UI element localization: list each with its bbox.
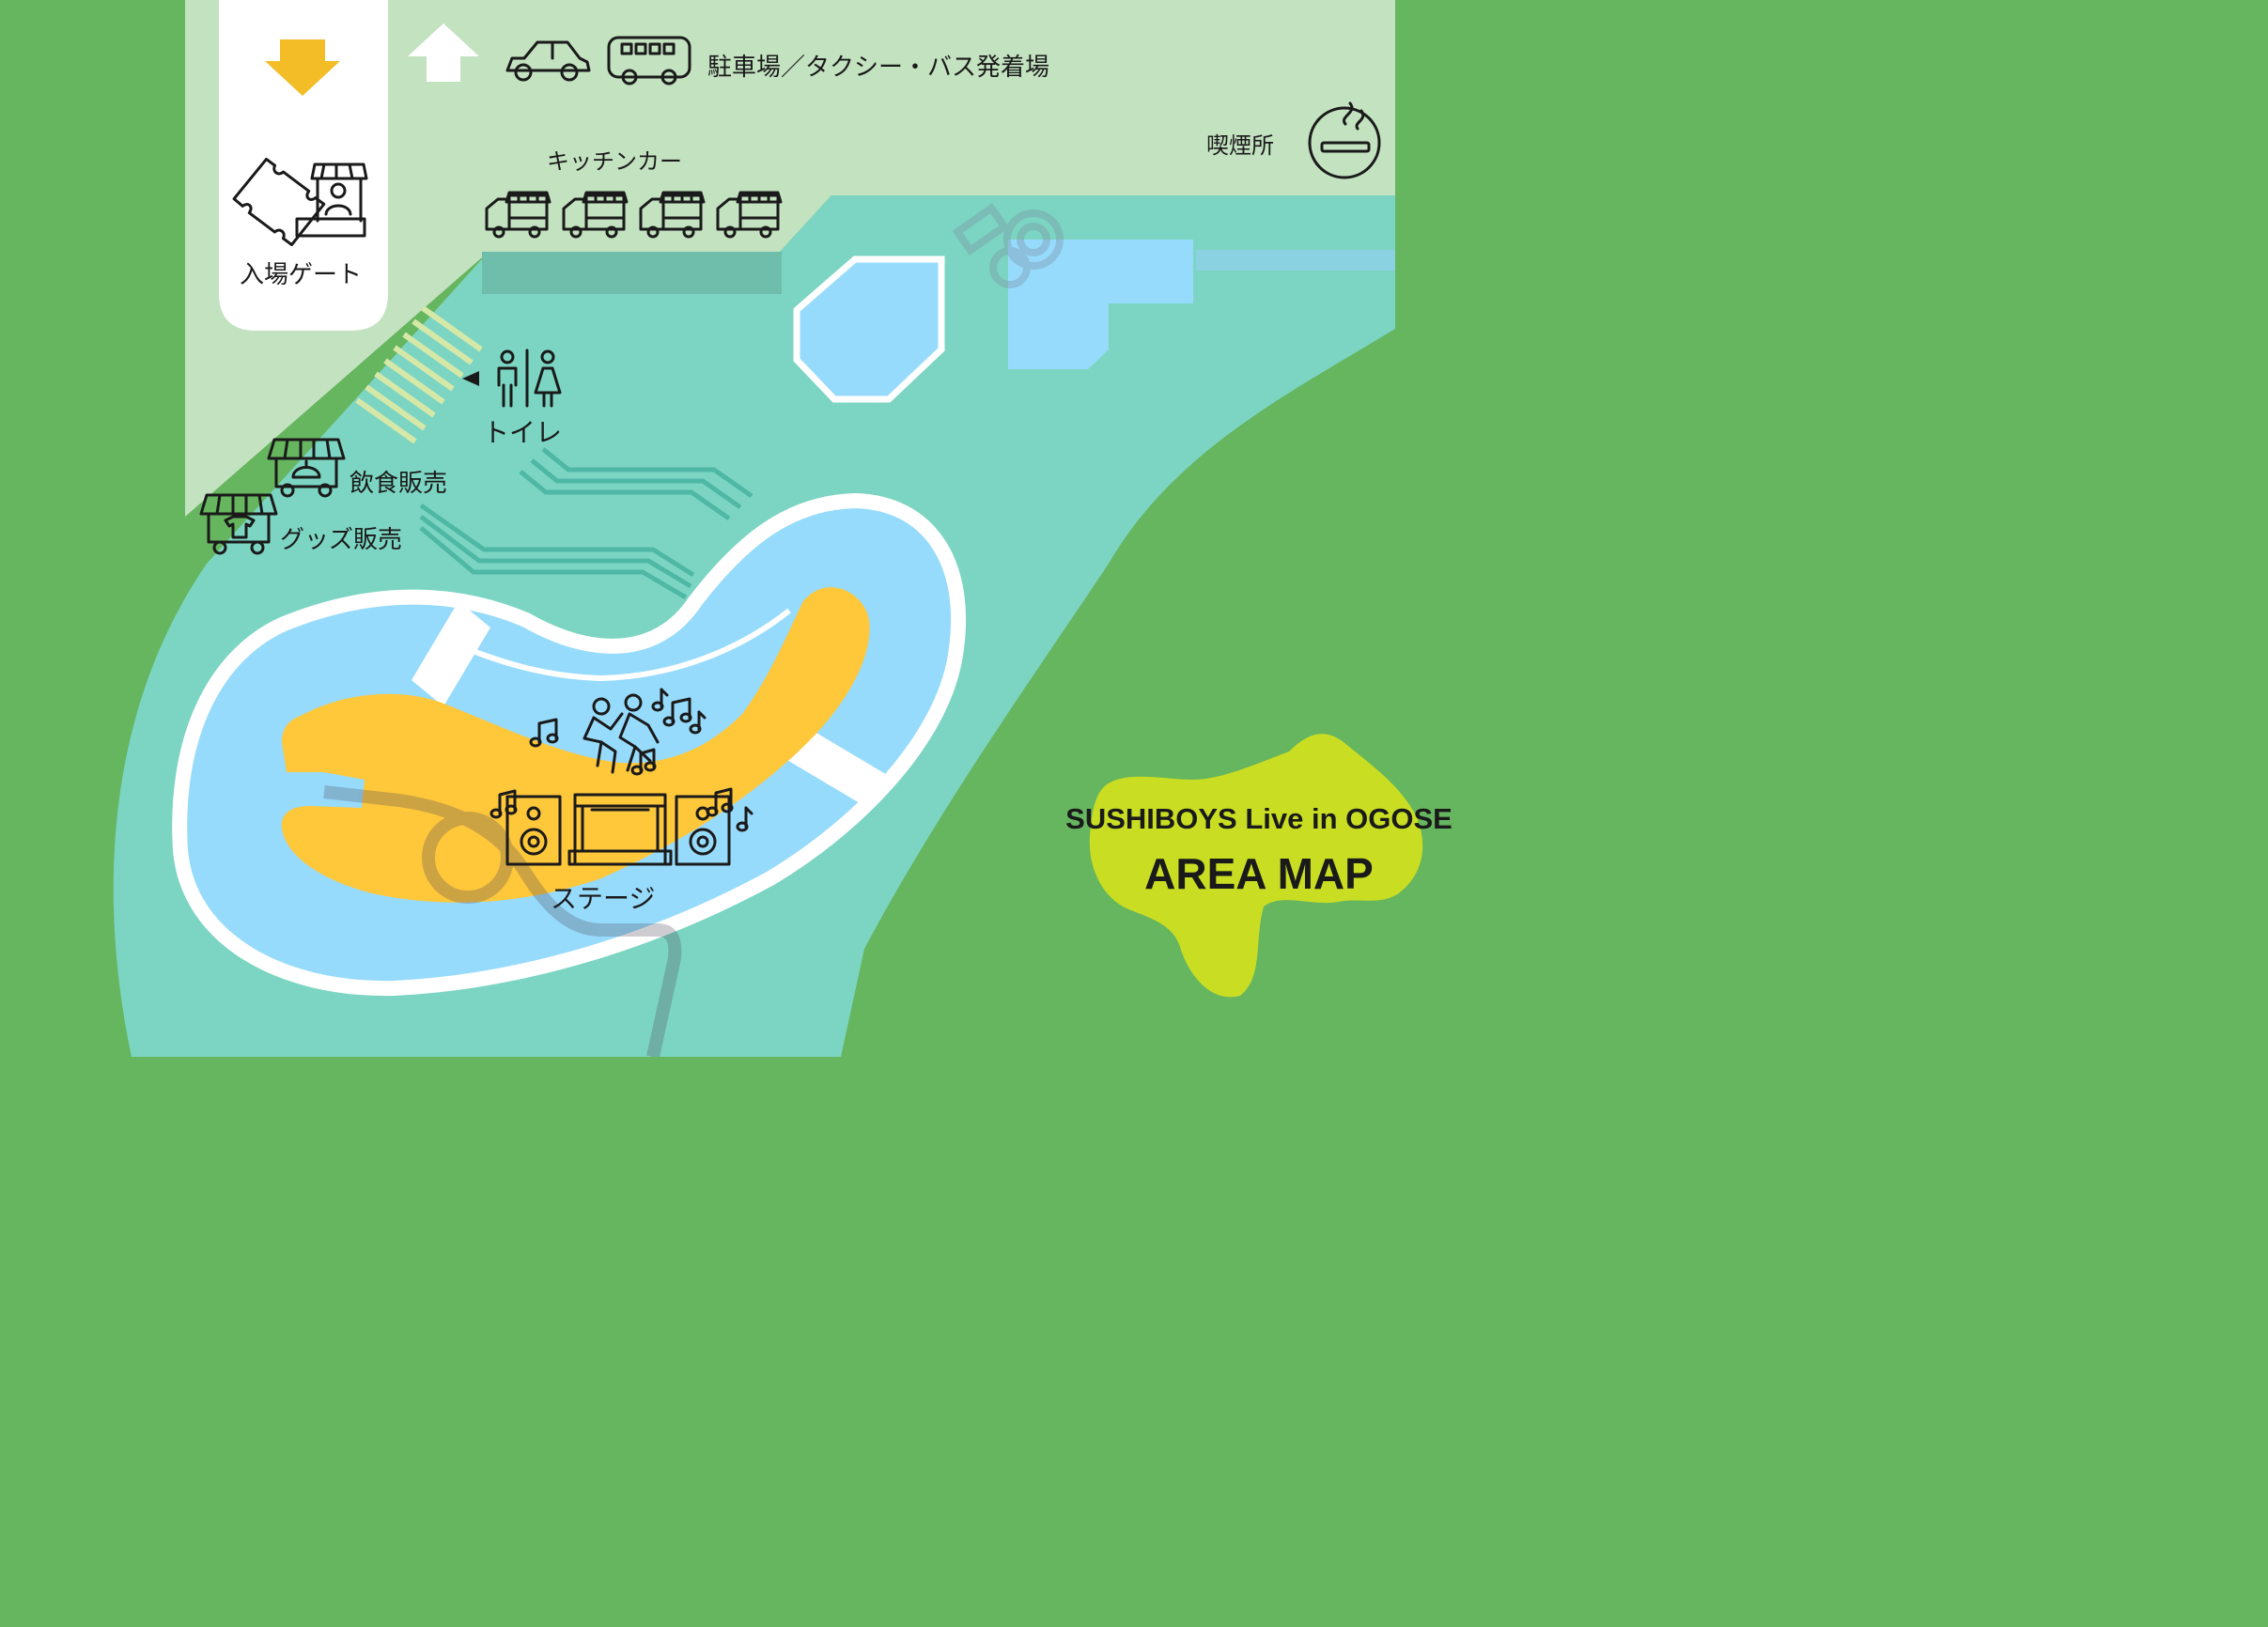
- food-truck-icon: [562, 191, 629, 239]
- food-truck-icon: [639, 191, 706, 239]
- restroom-icon: [497, 349, 562, 408]
- title-blob: [1089, 734, 1423, 998]
- goods-stall-icon: [199, 493, 278, 555]
- music-note-icon: [651, 688, 669, 712]
- octagon-pond: [793, 256, 945, 403]
- music-note-icon: [630, 748, 657, 776]
- plaza-path-area: [185, 0, 1395, 517]
- car-icon: [505, 40, 591, 82]
- music-note-icon: [489, 789, 518, 819]
- exit-arrow-icon: [408, 23, 479, 82]
- entrance-arrow-icon: [265, 39, 340, 96]
- ripple-lines: [419, 447, 753, 600]
- crosswalk-stripes: [355, 305, 483, 444]
- stage-label: ステージ: [551, 883, 655, 914]
- area-map: 駐車場／タクシー・バス発着場 喫煙所 キッチンカー: [0, 0, 1473, 1057]
- food-stall-icon: [267, 438, 346, 498]
- lake-inner-edge: [440, 608, 791, 682]
- music-note-icon: [706, 787, 734, 817]
- bus-icon: [607, 36, 691, 85]
- parking-label: 駐車場／タクシー・バス発着場: [707, 54, 1049, 82]
- kitchen-car-platform: [482, 252, 782, 294]
- music-note-icon: [529, 718, 559, 748]
- smoking-label: 喫煙所: [1206, 132, 1274, 159]
- music-note-icon: [662, 697, 692, 727]
- fountain-mark: [952, 202, 1064, 288]
- food-truck-icon: [716, 191, 783, 239]
- kitchen-car-label: キッチンカー: [547, 148, 682, 175]
- smoking-icon: [1308, 101, 1381, 179]
- music-note-icon: [689, 710, 707, 735]
- toilet-label: トイレ: [483, 417, 562, 448]
- toilet-pointer-icon: [462, 371, 479, 386]
- entrance-gate-label: 入場ゲート: [240, 261, 362, 289]
- ticket-booth-icon: [232, 157, 368, 247]
- food-truck-icon: [485, 191, 551, 239]
- right-pool-channel: [1196, 250, 1395, 271]
- stage-area: [281, 587, 870, 903]
- food-sales-label: 飲食販売: [350, 470, 447, 498]
- map-title: SUSHIBOYS Live in OGOSE: [1065, 802, 1452, 835]
- goods-sales-label: グッズ販売: [280, 526, 402, 554]
- map-subtitle: AREA MAP: [1144, 849, 1374, 898]
- entrance-gate-panel: [219, 0, 388, 331]
- dancing-people-icon: [583, 693, 660, 774]
- stage-speakers-icon: [505, 793, 731, 866]
- music-note-icon: [736, 806, 753, 832]
- bridges: [412, 601, 889, 806]
- right-pool: [1008, 240, 1193, 369]
